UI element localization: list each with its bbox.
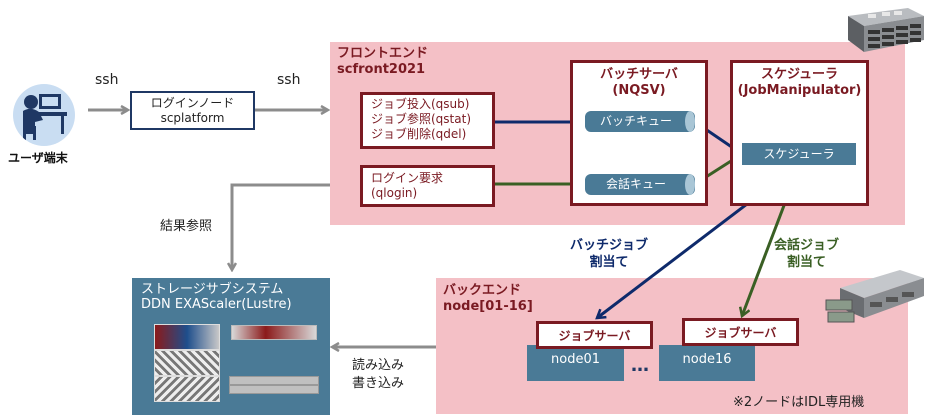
interactive-queue-label: 会話キュー — [605, 177, 666, 191]
interactive-assign-label-1: 会話ジョブ — [774, 238, 840, 253]
scheduler-subtitle: (JobManipulator) — [737, 83, 862, 98]
scheduler-title: スケジューラ — [760, 67, 839, 82]
job-commands-box: ジョブ投入(qsub) ジョブ参照(qstat) ジョブ削除(qdel) — [360, 92, 495, 149]
node16-box: node16 — [659, 345, 755, 381]
scheduler-item: スケジューラ — [742, 143, 856, 165]
read-label: 読み込み — [352, 358, 405, 373]
scheduler-box: スケジューラ (JobManipulator) — [730, 60, 869, 206]
user-terminal-label: ユーザ端末 — [8, 151, 68, 165]
login-node-box: ログインノード scplatform — [130, 91, 255, 130]
login-request-box: ログイン要求 (qlogin) — [360, 165, 495, 207]
batch-server-title: バッチサーバ — [600, 67, 678, 82]
batch-server-subtitle: (NQSV) — [612, 83, 666, 98]
command-qsub: ジョブ投入(qsub) — [371, 97, 470, 111]
login-node-host: scplatform — [160, 111, 225, 125]
storage-subsystem-box: ストレージサブシステム DDN EXAScaler(Lustre) — [132, 278, 330, 415]
interactive-assign-label: 会話ジョブ 割当て — [774, 237, 839, 271]
backend-server-image — [820, 266, 925, 328]
login-node-title: ログインノード — [150, 96, 235, 110]
ddn-server-image-1 — [229, 376, 319, 385]
ssh-label-1: ssh — [95, 72, 119, 88]
ddn-controller-image — [231, 325, 317, 340]
frontend-server-image — [838, 6, 926, 56]
job-server-label-1: ジョブサーバ — [558, 329, 631, 343]
node16-label: node16 — [682, 352, 732, 367]
job-server-box-2: ジョブサーバ — [682, 318, 799, 346]
frontend-host: scfront2021 — [337, 62, 426, 77]
batch-assign-label-2: 割当て — [589, 255, 629, 270]
ssh-label-2: ssh — [277, 72, 301, 88]
ddn-server-image-2 — [229, 385, 319, 394]
command-qdel: ジョブ削除(qdel) — [371, 127, 467, 141]
user-at-computer-icon — [13, 84, 75, 146]
command-qstat: ジョブ参照(qstat) — [371, 112, 471, 126]
write-label: 書き込み — [352, 376, 405, 391]
result-ref-label: 結果参照 — [160, 219, 213, 234]
ddn-storage-rack-image — [154, 324, 220, 402]
backend-hosts: node[01-16] — [443, 299, 533, 314]
login-request-cmd: (qlogin) — [371, 186, 418, 200]
batch-assign-label-1: バッチジョブ — [570, 238, 649, 253]
backend-title: バックエンド — [443, 283, 522, 298]
frontend-title: フロントエンド — [337, 46, 429, 61]
interactive-queue: 会話キュー — [585, 174, 695, 195]
idl-note: ※2ノードはIDL専用機 — [733, 395, 865, 410]
job-server-box-1: ジョブサーバ — [536, 321, 653, 349]
job-server-label-2: ジョブサーバ — [704, 326, 777, 340]
result-ref-arrow — [232, 183, 330, 270]
user-terminal: ユーザ端末 — [8, 80, 80, 170]
login-request-label: ログイン要求 — [371, 171, 444, 185]
storage-subtitle: DDN EXAScaler(Lustre) — [141, 297, 292, 312]
ellipsis: … — [631, 355, 649, 376]
batch-queue: バッチキュー — [585, 111, 695, 132]
batch-assign-label: バッチジョブ 割当て — [570, 237, 648, 271]
node01-box: node01 — [527, 345, 624, 381]
node01-label: node01 — [551, 352, 600, 367]
storage-title: ストレージサブシステム — [141, 282, 284, 297]
batch-queue-label: バッチキュー — [599, 114, 672, 128]
interactive-assign-label-2: 割当て — [787, 255, 827, 270]
read-write-label: 読み込み 書き込み — [352, 357, 404, 393]
